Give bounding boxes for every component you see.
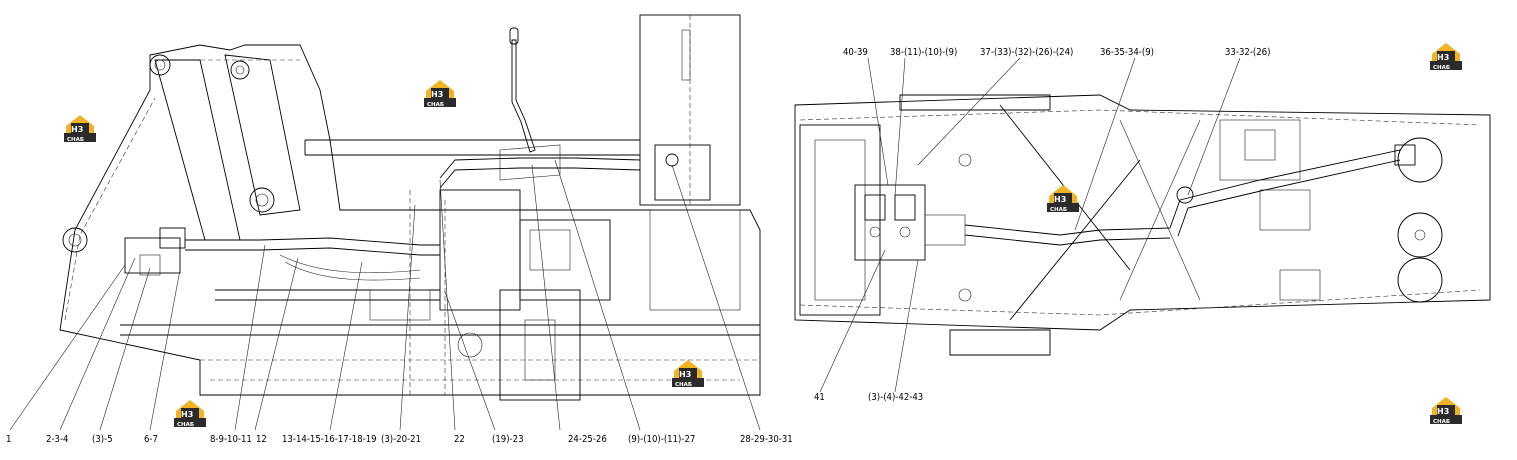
callout-40-39: 40-39 — [843, 47, 868, 58]
callout-9-10-11-27: (9)-(10)-(11)-27 — [628, 434, 695, 445]
svg-text:СНАБ: СНАБ — [1433, 419, 1450, 425]
callout-41: 41 — [814, 392, 825, 403]
svg-text:H3: H3 — [1054, 195, 1066, 204]
callout-36-35-34-9: 36-35-34-(9) — [1100, 47, 1154, 58]
svg-text:СНАБ: СНАБ — [427, 102, 444, 108]
callout-38-11-10-9: 38-(11)-(10)-(9) — [890, 47, 957, 58]
callout-28-29-30-31: 28-29-30-31 — [740, 434, 793, 445]
callout-19-23: (19)-23 — [492, 434, 524, 445]
callout-12: 12 — [256, 434, 267, 445]
watermark-logo: H3 СНАБ — [174, 400, 206, 428]
callout-22: 22 — [454, 434, 465, 445]
svg-text:H3: H3 — [679, 370, 691, 379]
svg-text:СНАБ: СНАБ — [67, 137, 84, 143]
watermark-logo: H3 СНАБ — [1047, 185, 1079, 213]
callout-13-19: 13-14-15-16-17-18-19 — [282, 434, 377, 445]
watermark-logo: H3 СНАБ — [672, 360, 704, 388]
watermarks: H3 СНАБ H3 СНАБ H3 СНАБ H3 СНАБ H3 СНАБ … — [64, 43, 1462, 428]
callout-3-20-21: (3)-20-21 — [381, 434, 421, 445]
left-view-drawing — [59, 14, 761, 401]
left-leader-lines — [9, 159, 761, 431]
callout-37-33-32-26-24: 37-(33)-(32)-(26)-(24) — [980, 47, 1073, 58]
svg-text:H3: H3 — [431, 90, 443, 99]
callout-33-32-26: 33-32-(26) — [1225, 47, 1270, 58]
svg-text:H3: H3 — [181, 410, 193, 419]
callout-24-25-26: 24-25-26 — [568, 434, 607, 445]
watermark-logo: H3 СНАБ — [1430, 397, 1462, 425]
watermark-logo: H3 СНАБ — [64, 115, 96, 143]
callout-2-3-4: 2-3-4 — [46, 434, 68, 445]
watermark-logo: H3 СНАБ — [1430, 43, 1462, 71]
callout-8-9-10-11: 8-9-10-11 — [210, 434, 252, 445]
right-view-drawing — [794, 94, 1491, 356]
callout-3-4-42-43: (3)-(4)-42-43 — [868, 392, 923, 403]
callout-1: 1 — [6, 434, 11, 445]
callout-6-7: 6-7 — [144, 434, 158, 445]
right-leader-lines — [819, 57, 1241, 393]
right-callouts: 40-39 38-(11)-(10)-(9) 37-(33)-(32)-(26)… — [814, 47, 1270, 403]
svg-text:СНАБ: СНАБ — [675, 382, 692, 388]
left-callouts: 1 2-3-4 (3)-5 6-7 8-9-10-11 12 13-14-15-… — [6, 434, 793, 445]
watermark-logo: H3 СНАБ — [424, 80, 456, 108]
svg-text:СНАБ: СНАБ — [1050, 207, 1067, 213]
svg-text:СНАБ: СНАБ — [1433, 65, 1450, 71]
svg-text:СНАБ: СНАБ — [177, 422, 194, 428]
svg-text:H3: H3 — [1437, 407, 1449, 416]
svg-text:H3: H3 — [71, 125, 83, 134]
callout-3-5: (3)-5 — [92, 434, 113, 445]
svg-text:H3: H3 — [1437, 53, 1449, 62]
